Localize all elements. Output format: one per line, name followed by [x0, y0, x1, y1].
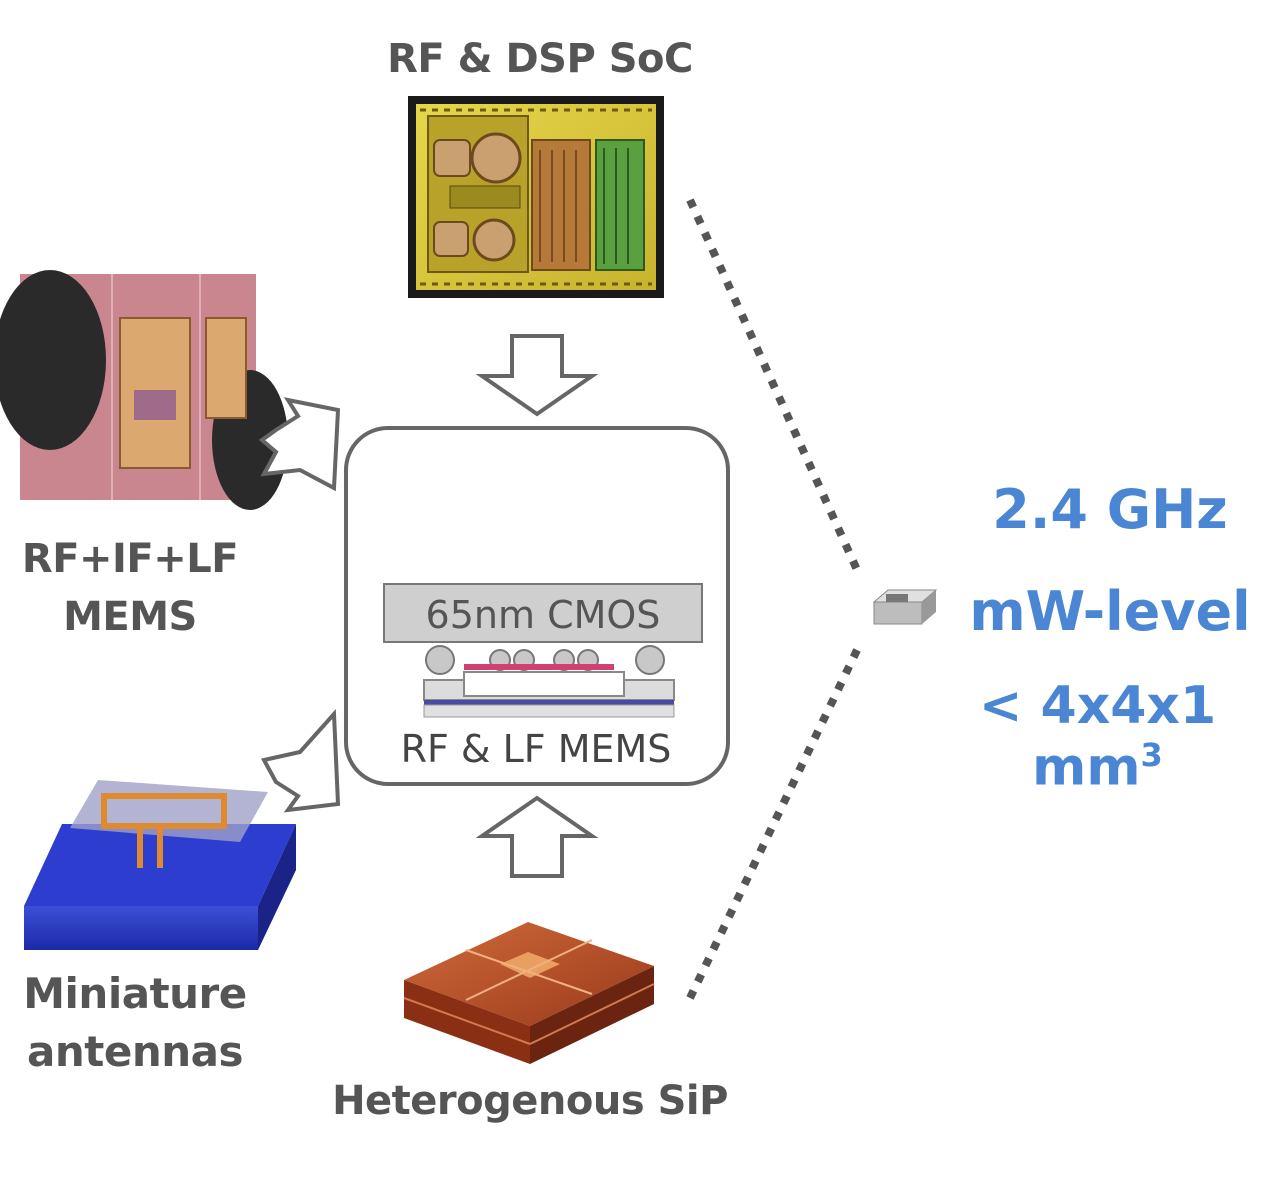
antennas-label-line1: Miniature — [10, 965, 260, 1023]
mems-label-line1: RF+IF+LF — [10, 530, 250, 588]
packaged-module-image — [874, 590, 936, 624]
sip-label: Heterogenous SiP — [330, 1078, 730, 1124]
arrow-from-antennas — [264, 714, 338, 810]
mems-label-line2: MEMS — [10, 588, 250, 646]
arrow-from-sip — [482, 798, 592, 876]
spec-size-sup: 3 — [1141, 736, 1163, 774]
mems-layer-label: RF & LF MEMS — [401, 727, 672, 771]
soc-label: RF & DSP SoC — [380, 36, 700, 82]
core-title: WiserBAN microsystem — [350, 448, 730, 564]
arrow-from-mems — [262, 400, 338, 488]
cmos-label: 65nm CMOS — [426, 593, 661, 637]
sip-image — [404, 922, 654, 1064]
arrow-from-soc — [482, 336, 592, 414]
antennas-label: Miniature antennas — [10, 965, 260, 1081]
dotted-line-bottom — [690, 648, 858, 998]
cross-section-graphic — [384, 584, 702, 717]
core-title-line1: WiserBAN — [350, 448, 730, 506]
spec-size: < 4x4x1 mm3 — [920, 676, 1275, 797]
cmos-die — [384, 584, 702, 642]
antenna-image — [24, 780, 296, 950]
mems-photo — [0, 270, 288, 510]
spec-power: mW-level — [950, 580, 1270, 643]
core-title-line2: microsystem — [350, 506, 730, 564]
spec-frequency: 2.4 GHz — [950, 478, 1270, 541]
spec-size-text: < 4x4x1 mm — [979, 676, 1216, 797]
mems-label: RF+IF+LF MEMS — [10, 530, 250, 646]
soc-chip-image — [408, 96, 664, 298]
antennas-label-line2: antennas — [10, 1023, 260, 1081]
